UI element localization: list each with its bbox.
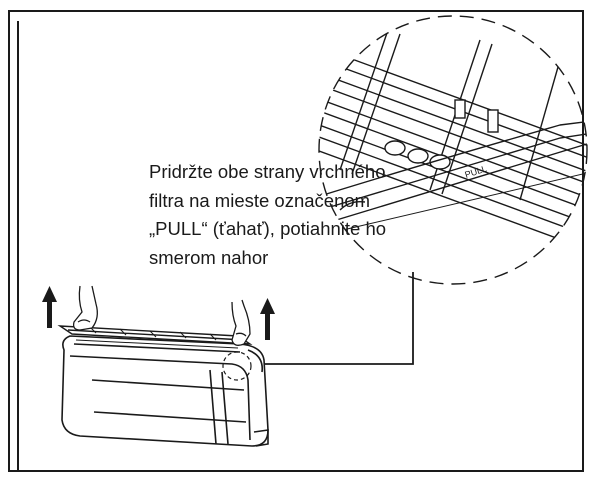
leader-line [251, 272, 414, 365]
magnified-detail: PULL [318, 15, 588, 285]
instruction-line-2: filtra na mieste označenom [149, 189, 371, 211]
lift-arrow-left-icon [42, 286, 57, 328]
instruction-line-3: „PULL“ (ťahať), potiahnite ho [149, 218, 387, 239]
instruction-text: Pridržte obe strany vrchného filtra na m… [149, 158, 387, 272]
left-hand [72, 285, 98, 331]
right-hand [231, 299, 251, 346]
indoor-unit [61, 335, 269, 447]
lift-arrow-right-icon [260, 298, 275, 340]
instruction-line-1: Pridržte obe strany vrchného [149, 161, 386, 182]
instruction-line-4: smerom nahor [149, 246, 269, 268]
left-margin-rule [17, 21, 19, 470]
upper-filter [57, 325, 253, 345]
